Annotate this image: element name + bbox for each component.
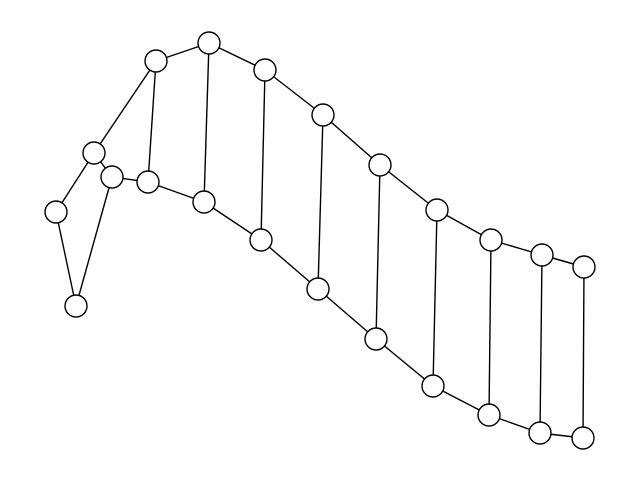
- edge-q-i: [317, 114, 324, 290]
- graph-node-u: [530, 243, 554, 267]
- graph-node-t: [479, 228, 503, 252]
- edge-w-m: [539, 254, 543, 434]
- edge-r-j: [375, 164, 381, 340]
- graph-node-v: [572, 255, 596, 279]
- graph-node-i: [306, 277, 330, 301]
- edge-f-e: [147, 60, 157, 183]
- edge-b-e: [93, 60, 157, 154]
- edge-o-g: [203, 42, 210, 203]
- graph-node-c: [64, 294, 88, 318]
- graph-node-q: [311, 103, 335, 127]
- edge-layer: [55, 42, 585, 439]
- graph-node-s: [425, 198, 449, 222]
- edge-t-l: [488, 239, 492, 416]
- graph-node-j: [364, 327, 388, 351]
- edge-i-j: [317, 288, 377, 340]
- edge-r-s: [379, 164, 438, 211]
- edge-q-r: [322, 114, 381, 166]
- edge-j-k: [375, 338, 434, 387]
- graph-node-e: [144, 49, 168, 73]
- edge-c-d: [75, 176, 113, 307]
- graph-node-l: [477, 403, 501, 427]
- graph-node-g: [192, 190, 216, 214]
- graph-node-m: [528, 421, 552, 445]
- graph-node-f: [136, 170, 160, 194]
- edge-p-h: [260, 69, 266, 241]
- graph-node-p: [253, 58, 277, 82]
- edge-p-q: [264, 69, 324, 116]
- edge-s-k: [432, 209, 438, 387]
- graph-node-o: [197, 31, 221, 55]
- graph-node-h: [249, 228, 273, 252]
- edge-h-i: [260, 239, 319, 290]
- node-layer: [44, 31, 596, 450]
- graph-node-b: [82, 141, 106, 165]
- graph-node-d: [100, 165, 124, 189]
- edge-a-c: [55, 211, 77, 307]
- graph-node-a: [44, 200, 68, 224]
- graph-node-r: [368, 153, 392, 177]
- graph-node-n: [571, 426, 595, 450]
- graph-node-k: [421, 374, 445, 398]
- edge-x-n: [582, 266, 585, 439]
